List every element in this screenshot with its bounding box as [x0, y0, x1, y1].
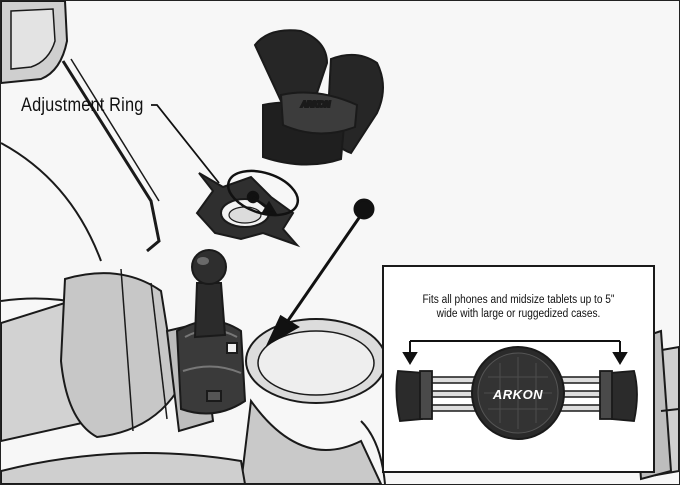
- right-grip-arm: [599, 370, 638, 422]
- size-inset-panel: Fits all phones and midsize tablets up t…: [382, 265, 655, 473]
- handlebar-clamp: [175, 320, 247, 415]
- center-disc: [471, 346, 565, 440]
- phone-cradle: ARKON: [253, 29, 384, 166]
- width-bracket: [402, 340, 628, 365]
- inset-caption-line-1: Fits all phones and midsize tablets up t…: [422, 294, 615, 306]
- inset-caption: Fits all phones and midsize tablets up t…: [400, 293, 637, 321]
- brand-logo: ARKON: [492, 387, 544, 402]
- rotation-indicator: [226, 169, 300, 217]
- motorcycle-mirror: [1, 1, 161, 253]
- gauge-cluster: [239, 318, 387, 484]
- ball-stem: [191, 249, 227, 339]
- handlebar-grip: [1, 268, 247, 484]
- attach-arrow: [265, 198, 375, 347]
- holder-width-drawing: [395, 340, 638, 440]
- inset-caption-line-2: wide with large or ruggedized cases.: [436, 308, 601, 320]
- adjustment-ring-leader: [151, 104, 220, 184]
- adjustment-ring-label: Adjustment Ring: [21, 95, 144, 116]
- svg-text:ARKON: ARKON: [300, 100, 331, 109]
- left-grip-arm: [395, 370, 433, 422]
